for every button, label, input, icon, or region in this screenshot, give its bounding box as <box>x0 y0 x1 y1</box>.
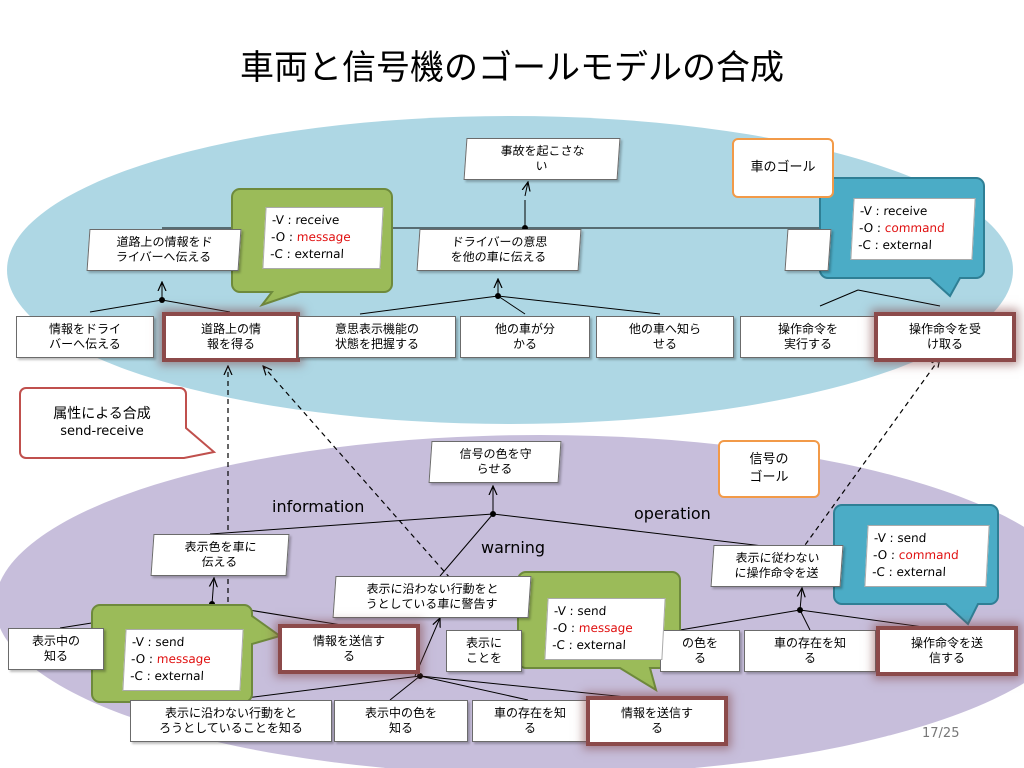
goal-detect-noncompliance-partial[interactable]: 表示に ことを <box>446 630 522 672</box>
attr-signal-info-center: -V : send -O : message -C : external <box>544 598 666 660</box>
goal-know-display-color-partial[interactable]: 表示中の 知る <box>8 628 104 670</box>
label-warning: warning <box>481 538 546 557</box>
composition-note: 属性による合成 send-receive <box>22 396 182 450</box>
attr-vehicle-info: -V : receive -O : message -C : external <box>262 207 384 269</box>
attr-c: -C : external <box>871 565 947 579</box>
attr-signal-info-left: -V : send -O : message -C : external <box>122 629 244 691</box>
label-information: information <box>272 497 365 516</box>
goal-vehicle-right-partial <box>784 229 832 271</box>
goal-know-other-cars[interactable]: 他の車が分 かる <box>460 316 590 358</box>
goal-send-command-to-violator[interactable]: 表示に従わない に操作命令を送 <box>710 545 844 587</box>
attr-c: -C : external <box>857 238 933 252</box>
send-receive-links <box>228 358 940 620</box>
attr-o: -O : message <box>270 230 352 244</box>
composition-subtitle: send-receive <box>60 424 144 439</box>
goal-info-to-driver[interactable]: 情報をドライ バーへ伝える <box>16 316 154 358</box>
attr-v: -V : send <box>131 635 185 649</box>
attr-signal-cmd: -V : send -O : command -C : external <box>864 525 990 587</box>
slide-title: 車両と信号機のゴールモデルの合成 <box>240 48 784 88</box>
goal-know-car-presence-right[interactable]: 車の存在を知 る <box>744 630 876 672</box>
attr-c: -C : external <box>269 247 345 261</box>
attr-v: -V : send <box>553 604 607 618</box>
signal-goal-label: 信号の ゴール <box>718 440 820 498</box>
vehicle-goal-text: 車のゴール <box>750 160 816 175</box>
attr-o: -O : message <box>130 652 212 666</box>
vehicle-tree-edges <box>89 182 941 315</box>
goal-warn-violating-car[interactable]: 表示に沿わない行動をと うとしている車に警告す <box>332 576 532 618</box>
label-operation: operation <box>634 504 711 523</box>
goal-detect-noncompliant-action[interactable]: 表示に沿わない行動をと ろうとしていることを知る <box>130 700 332 742</box>
goal-know-color-partial[interactable]: の色を る <box>660 630 740 672</box>
goal-execute-command[interactable]: 操作命令を 実行する <box>740 316 876 358</box>
goal-grasp-indicator-state[interactable]: 意思表示機能の 状態を把握する <box>298 316 456 358</box>
goal-no-accident[interactable]: 事故を起こさな い <box>463 138 621 180</box>
goal-send-info-center[interactable]: 情報を送信す る <box>590 700 724 742</box>
goal-get-road-info[interactable]: 道路上の情 報を得る <box>166 316 296 358</box>
goal-notify-other-cars[interactable]: 他の車へ知ら せる <box>596 316 734 358</box>
goal-convey-road-info[interactable]: 道路上の情報をド ライバーへ伝える <box>86 229 242 271</box>
goal-know-car-presence[interactable]: 車の存在を知 る <box>472 700 588 742</box>
attr-o: -O : message <box>552 621 634 635</box>
composition-callout <box>19 387 217 459</box>
goal-send-info-left[interactable]: 情報を送信す る <box>282 628 416 670</box>
goal-keep-signal-color[interactable]: 信号の色を守 らせる <box>428 441 562 483</box>
attr-v: -V : receive <box>859 204 928 218</box>
attr-o: -O : command <box>872 548 960 562</box>
vehicle-goal-label: 車のゴール <box>732 138 834 198</box>
goal-convey-display-color[interactable]: 表示色を車に 伝える <box>150 534 290 576</box>
attr-c: -C : external <box>551 638 627 652</box>
goal-convey-driver-intent[interactable]: ドライバーの意思 を他の車に伝える <box>416 229 582 271</box>
attr-c: -C : external <box>129 669 205 683</box>
page-number: 17/25 <box>922 726 960 741</box>
goal-know-display-color[interactable]: 表示中の色を 知る <box>334 700 468 742</box>
composition-title: 属性による合成 <box>53 406 151 422</box>
signal-goal-text: 信号の ゴール <box>749 452 789 485</box>
goal-send-command[interactable]: 操作命令を送 信する <box>880 630 1014 672</box>
attr-vehicle-cmd: -V : receive -O : command -C : external <box>850 198 976 260</box>
goal-receive-command[interactable]: 操作命令を受 け取る <box>878 316 1012 358</box>
attr-o: -O : command <box>858 221 946 235</box>
attr-v: -V : receive <box>271 213 340 227</box>
attr-v: -V : send <box>873 531 927 545</box>
